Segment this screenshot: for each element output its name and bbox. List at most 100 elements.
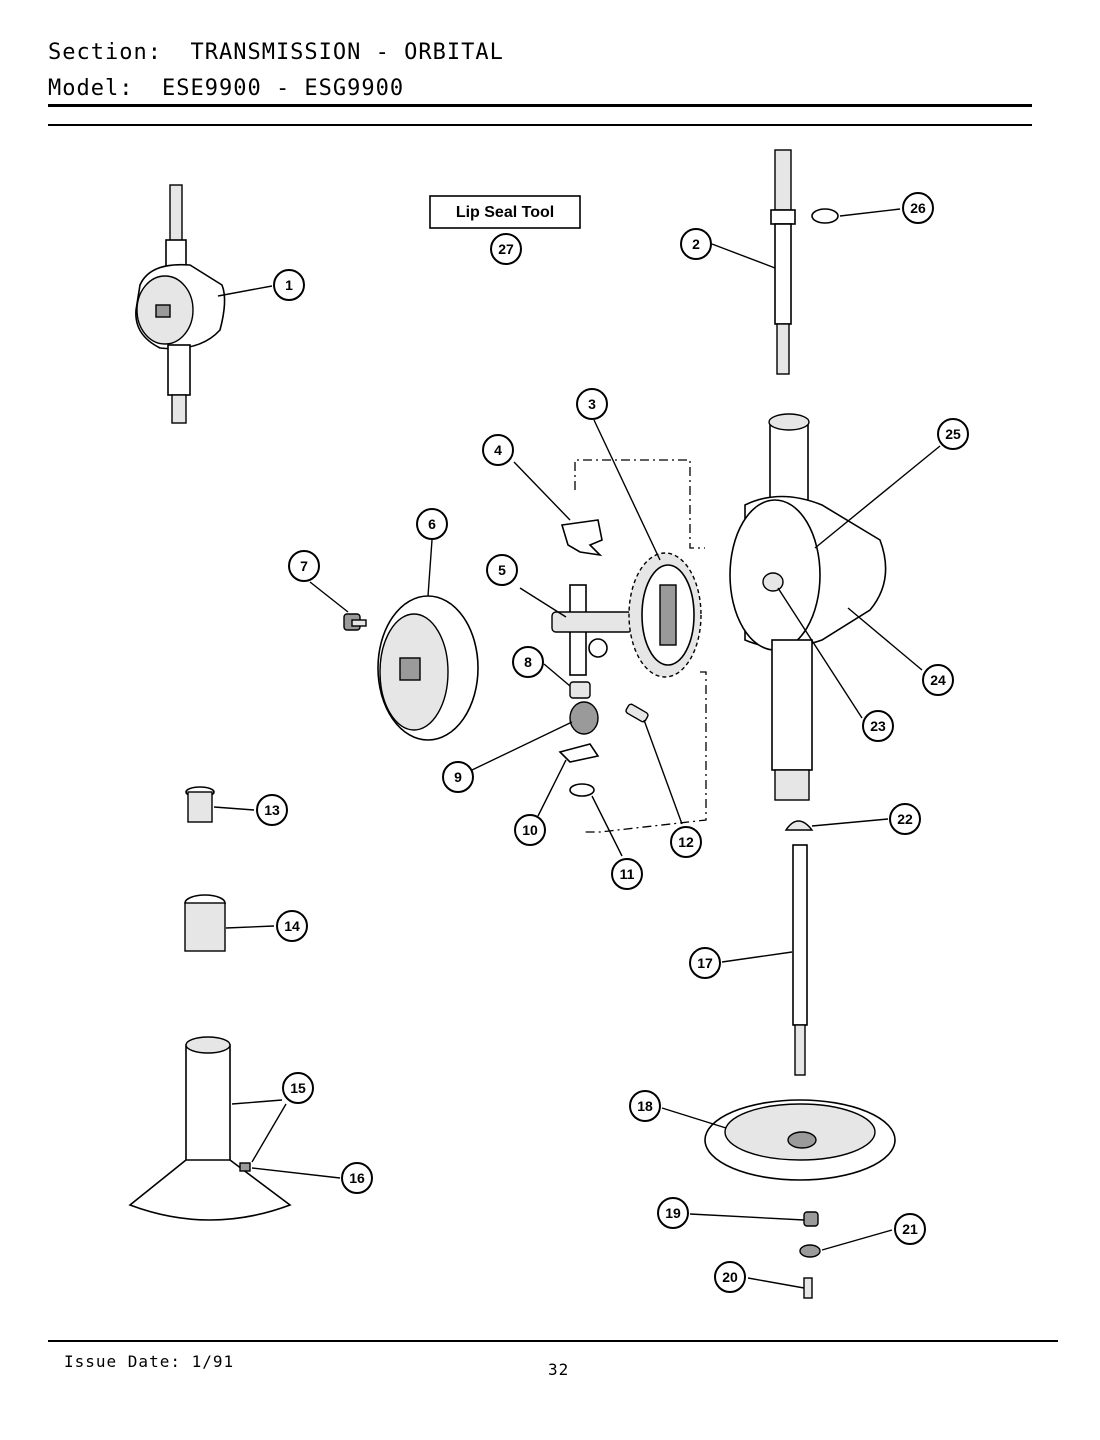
part-21-washer [799, 1244, 821, 1258]
leader-20 [747, 1277, 805, 1289]
leader-8 [543, 663, 571, 687]
leader-1 [217, 285, 273, 297]
page-number: 32 [548, 1360, 570, 1379]
part-15-agitator-base [128, 1036, 292, 1221]
callout-6: 6 [416, 508, 448, 540]
leader-7 [309, 581, 349, 613]
svg-text:18: 18 [637, 1098, 653, 1114]
part-20-bolt [803, 1277, 813, 1299]
callout-22: 22 [889, 803, 921, 835]
model-label: Model: [48, 76, 134, 101]
svg-text:7: 7 [300, 558, 308, 574]
callout-17: 17 [689, 947, 721, 979]
callout-2: 2 [680, 228, 712, 260]
svg-text:17: 17 [697, 955, 713, 971]
callout-13: 13 [256, 794, 288, 826]
leader-4 [513, 461, 571, 521]
svg-text:27: 27 [498, 241, 514, 257]
part-1-transmission-assembly [135, 184, 226, 424]
callout-16: 16 [341, 1162, 373, 1194]
part-17-drive-shaft [792, 844, 808, 1076]
part-8-bushing [569, 681, 591, 699]
part-5-crank [551, 584, 633, 676]
model-heading: Model: ESE9900 - ESG9900 [48, 76, 404, 101]
callout-12: 12 [670, 826, 702, 858]
assembly-guide-lower [582, 671, 707, 833]
part-3-gear [628, 552, 702, 678]
svg-text:10: 10 [522, 822, 538, 838]
lip-seal-tool-box [429, 195, 581, 229]
part-14-bearing [184, 894, 226, 952]
leader-11 [591, 795, 623, 857]
callout-23: 23 [862, 710, 894, 742]
part-26-o-ring [811, 208, 839, 224]
part-9-pinion [569, 701, 599, 735]
callout-15: 15 [282, 1072, 314, 1104]
leader-12 [643, 719, 683, 825]
callout-1: 1 [273, 269, 305, 301]
callout-9: 9 [442, 761, 474, 793]
section-heading: Section: TRANSMISSION - ORBITAL [48, 40, 504, 65]
svg-text:20: 20 [722, 1269, 738, 1285]
part-18-pulley [704, 1099, 896, 1181]
leader-24 [847, 607, 923, 671]
svg-text:12: 12 [678, 834, 694, 850]
svg-text:23: 23 [870, 718, 886, 734]
leader-13 [213, 806, 255, 811]
section-label: Section: [48, 40, 162, 65]
leader-5 [519, 587, 567, 618]
callout-27: 27 [490, 233, 522, 265]
callout-19: 19 [657, 1197, 689, 1229]
part-22-cap [784, 820, 814, 831]
part-16-screw [239, 1162, 251, 1172]
part-24-housing [729, 413, 887, 801]
callout-11: 11 [611, 858, 643, 890]
leader-26 [839, 208, 901, 217]
leader-21 [821, 1229, 893, 1251]
issue-date: Issue Date: 1/91 [64, 1352, 235, 1371]
callout-26: 26 [902, 192, 934, 224]
callout-21: 21 [894, 1213, 926, 1245]
callout-20: 20 [714, 1261, 746, 1293]
leader-23 [777, 587, 863, 719]
leader-17 [721, 951, 793, 963]
callout-7: 7 [288, 550, 320, 582]
section-value: TRANSMISSION - ORBITAL [190, 40, 504, 65]
leader-19 [689, 1213, 805, 1221]
leader-16 [251, 1167, 341, 1179]
svg-text:8: 8 [524, 654, 532, 670]
header-rule-thick [48, 104, 1032, 107]
part-4-clip [560, 519, 603, 557]
header-rule-thin [48, 124, 1032, 126]
callout-4: 4 [482, 434, 514, 466]
model-value: ESE9900 - ESG9900 [161, 76, 405, 101]
callout-8: 8 [512, 646, 544, 678]
callout-14: 14 [276, 910, 308, 942]
svg-text:25: 25 [945, 426, 961, 442]
svg-text:11: 11 [620, 866, 635, 882]
leader-18 [661, 1107, 727, 1129]
leader-3 [593, 419, 661, 561]
part-6-cover [377, 595, 479, 741]
svg-text:21: 21 [902, 1221, 918, 1237]
leader-22 [811, 818, 889, 827]
svg-text:26: 26 [910, 200, 926, 216]
svg-text:14: 14 [284, 918, 300, 934]
lip-seal-tool-label: Lip Seal Tool [456, 204, 554, 221]
leader-14 [225, 925, 275, 929]
svg-text:3: 3 [588, 396, 596, 412]
svg-text:19: 19 [665, 1205, 681, 1221]
part-19-nut [803, 1211, 819, 1227]
part-11-washer [569, 783, 595, 797]
leader-15a [231, 1099, 283, 1105]
leader-9 [471, 721, 573, 771]
svg-text:5: 5 [498, 562, 506, 578]
leader-6 [427, 539, 433, 597]
leader-10 [537, 759, 567, 817]
part-13-seal [185, 786, 215, 823]
part-10-washer [558, 743, 600, 763]
footer-rule [48, 1340, 1058, 1342]
svg-text:2: 2 [692, 236, 700, 252]
callout-3: 3 [576, 388, 608, 420]
